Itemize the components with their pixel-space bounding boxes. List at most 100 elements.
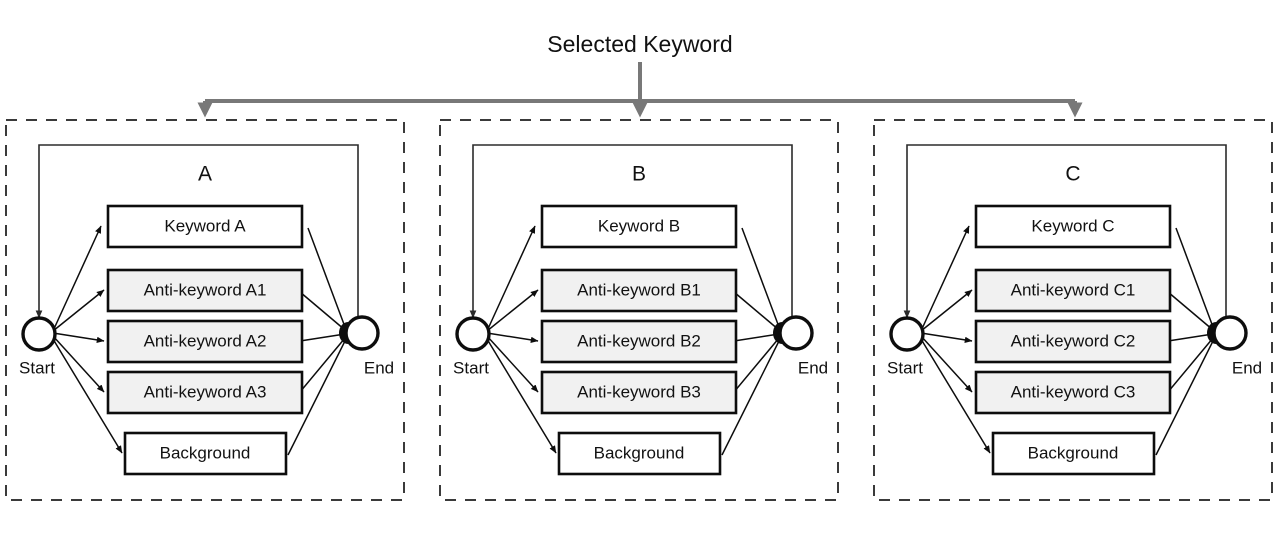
- panel-c-node-anti2-rect[interactable]: [974, 319, 1172, 364]
- panel-a-node-keyword-label: Keyword A: [164, 216, 246, 235]
- panel-b-end-label: End: [798, 358, 828, 377]
- panel-a-node-background-label: Background: [160, 443, 251, 462]
- panel-c-edge-start-anti2: [920, 332, 973, 344]
- panel-b-edge-start-anti2: [486, 332, 539, 344]
- panel-c-end-label: End: [1232, 358, 1262, 377]
- panel-c-node-background[interactable]: Background: [991, 431, 1156, 476]
- panel-a[interactable]: A Keyword A Anti-keyword A1: [5, 119, 405, 501]
- panel-b-node-anti2-label: Anti-keyword B2: [577, 331, 701, 350]
- panel-a-feedback-loop: [35, 144, 359, 332]
- panel-a-edge-anti3-end: [299, 337, 346, 393]
- panel-c-edge-anti2-end: [1167, 333, 1214, 342]
- panel-a-letter: A: [198, 163, 212, 186]
- panel-c-edge-anti1-end: [1167, 291, 1214, 331]
- panel-c-frame: [873, 119, 1273, 501]
- panel-b-node-anti1[interactable]: Anti-keyword B1: [540, 268, 738, 313]
- panel-b-edge-start-anti1: [486, 289, 539, 332]
- panel-a-end-circle[interactable]: [344, 315, 380, 351]
- panel-a-edge-start-background: [52, 338, 123, 454]
- panel-b-node-keyword-label: Keyword B: [598, 216, 680, 235]
- panel-a-node-anti1[interactable]: Anti-keyword A1: [106, 268, 304, 313]
- panel-c-node-keyword[interactable]: Keyword C: [974, 204, 1172, 249]
- panel-b-edge-start-background: [486, 338, 557, 454]
- panel-a-edge-anti2-end: [299, 333, 346, 342]
- panel-a-node-anti2-label: Anti-keyword A2: [144, 331, 267, 350]
- panel-c-node-keyword-label: Keyword C: [1031, 216, 1114, 235]
- panel-a-edge-start-anti1: [52, 289, 105, 332]
- panel-a-node-keyword-rect[interactable]: [106, 204, 304, 249]
- panel-c-node-anti3-label: Anti-keyword C3: [1011, 382, 1136, 401]
- panel-c-start-circle[interactable]: [889, 316, 925, 352]
- panel-b-edge-start-keyword: [486, 225, 536, 332]
- panel-a-edge-keyword-end: [307, 227, 346, 328]
- panel-b-node-background-label: Background: [594, 443, 685, 462]
- panel-b-node-anti1-label: Anti-keyword B1: [577, 280, 701, 299]
- panel-b-node-anti2[interactable]: Anti-keyword B2: [540, 319, 738, 364]
- panel-b[interactable]: B Keyword B Anti-keyword B1 Anti-: [439, 119, 839, 501]
- panel-c-start-label: Start: [887, 358, 923, 377]
- panel-c-node-anti2-label: Anti-keyword C2: [1011, 331, 1136, 350]
- panel-c-node-anti1-rect[interactable]: [974, 268, 1172, 313]
- panel-a-end-label: End: [364, 358, 394, 377]
- panel-b-end-circle[interactable]: [778, 315, 814, 351]
- panel-c-node-background-rect[interactable]: [991, 431, 1156, 476]
- panel-a-node-anti2[interactable]: Anti-keyword A2: [106, 319, 304, 364]
- panel-b-start-label: Start: [453, 358, 489, 377]
- panel-a-start-label: Start: [19, 358, 55, 377]
- panel-c-edge-anti3-end: [1167, 337, 1214, 393]
- panel-a-node-background-rect[interactable]: [123, 431, 288, 476]
- panel-b-node-background[interactable]: Background: [557, 431, 722, 476]
- panel-a-node-anti1-label: Anti-keyword A1: [144, 280, 267, 299]
- panel-a-edge-background-end: [287, 340, 346, 456]
- panel-a-node-anti2-rect[interactable]: [106, 319, 304, 364]
- panel-b-start-circle[interactable]: [455, 316, 491, 352]
- panel-c[interactable]: C Keyword C Anti-keyword C1 Anti-: [873, 119, 1273, 501]
- panel-b-edge-start-anti3: [486, 335, 539, 393]
- panel-b-feedback-loop: [469, 144, 793, 332]
- panel-a-node-keyword[interactable]: Keyword A: [106, 204, 304, 249]
- panel-c-node-anti3[interactable]: Anti-keyword C3: [974, 370, 1172, 415]
- panel-b-node-anti2-rect[interactable]: [540, 319, 738, 364]
- panel-b-node-anti1-rect[interactable]: [540, 268, 738, 313]
- panel-a-start-node[interactable]: Start: [19, 316, 57, 377]
- panel-b-edge-anti1-end: [733, 291, 780, 331]
- panel-b-node-anti3[interactable]: Anti-keyword B3: [540, 370, 738, 415]
- panel-b-node-keyword[interactable]: Keyword B: [540, 204, 738, 249]
- panel-c-letter: C: [1065, 163, 1080, 186]
- panel-a-node-anti1-rect[interactable]: [106, 268, 304, 313]
- distributor-bus: [197, 62, 1083, 118]
- panel-c-node-keyword-rect[interactable]: [974, 204, 1172, 249]
- panel-a-edge-start-keyword: [52, 225, 102, 332]
- panel-c-edge-keyword-end: [1175, 227, 1214, 328]
- panel-b-edge-anti2-end: [733, 333, 780, 342]
- panel-b-edge-anti3-end: [733, 337, 780, 393]
- panel-c-edge-start-keyword: [920, 225, 970, 332]
- panel-b-node-keyword-rect[interactable]: [540, 204, 738, 249]
- panel-c-node-anti3-rect[interactable]: [974, 370, 1172, 415]
- panel-a-end-node[interactable]: End: [339, 315, 394, 377]
- panel-c-feedback-loop: [903, 144, 1227, 332]
- panel-a-edge-anti1-end: [299, 291, 346, 331]
- panel-b-edge-background-end: [721, 340, 780, 456]
- panel-c-node-anti1[interactable]: Anti-keyword C1: [974, 268, 1172, 313]
- panel-b-end-node[interactable]: End: [773, 315, 828, 377]
- panel-c-node-background-label: Background: [1028, 443, 1119, 462]
- panel-b-node-background-rect[interactable]: [557, 431, 722, 476]
- panel-b-node-anti3-rect[interactable]: [540, 370, 738, 415]
- panel-c-end-circle[interactable]: [1212, 315, 1248, 351]
- panel-a-edge-start-anti3: [52, 335, 105, 393]
- panel-b-start-node[interactable]: Start: [453, 316, 491, 377]
- panel-a-node-background[interactable]: Background: [123, 431, 288, 476]
- panel-a-edge-start-anti2: [52, 332, 105, 344]
- panel-a-node-anti3[interactable]: Anti-keyword A3: [106, 370, 304, 415]
- panel-a-node-anti3-rect[interactable]: [106, 370, 304, 415]
- panel-c-start-node[interactable]: Start: [887, 316, 925, 377]
- panel-c-node-anti2[interactable]: Anti-keyword C2: [974, 319, 1172, 364]
- panel-c-edge-start-anti3: [920, 335, 973, 393]
- panel-c-edge-start-anti1: [920, 289, 973, 332]
- panel-c-end-node[interactable]: End: [1207, 315, 1262, 377]
- panel-c-edge-background-end: [1155, 340, 1214, 456]
- panel-a-start-circle[interactable]: [21, 316, 57, 352]
